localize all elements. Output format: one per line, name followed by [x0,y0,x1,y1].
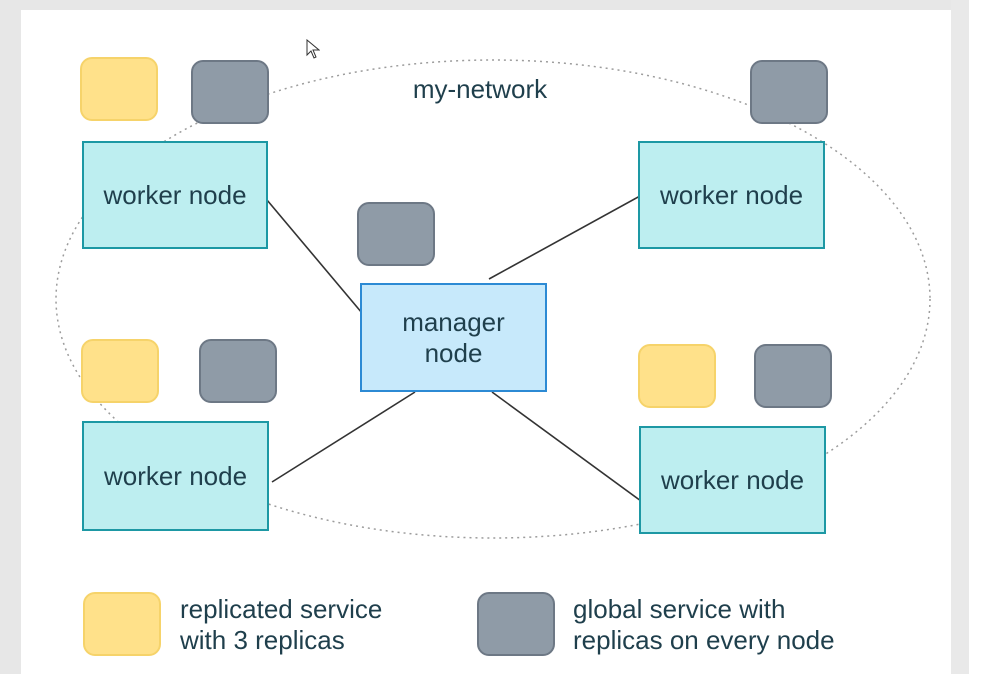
worker-node-bottom-left: worker node [82,421,269,531]
window-margin [969,0,983,674]
replicated-service-replica-bottom-right [638,344,716,408]
global-service-replica-bottom-right [754,344,832,408]
manager-link-top-right [488,195,641,280]
legend-global-text: global service with replicas on every no… [573,594,835,655]
mouse-pointer-icon [306,39,320,59]
legend-replicated-line-1: replicated service [180,594,383,624]
legend-replicated-text: replicated service with 3 replicas [180,594,382,655]
window-border [951,0,969,674]
worker-node-label: worker node [659,179,804,210]
legend-global-line-2: replicas on every node [573,624,835,655]
worker-node-label: worker node [103,460,248,491]
manager-node: manager node [360,283,547,392]
manager-node-label-line-1: manager [402,306,505,337]
manager-node-label-line-2: node [424,337,483,368]
manager-link-bottom-right [491,391,642,502]
global-service-replica-top-right [750,60,828,124]
worker-node-top-right: worker node [638,141,825,249]
legend-global-swatch [477,592,555,656]
global-service-replica-manager [357,202,435,266]
worker-node-bottom-right: worker node [639,426,826,534]
overlay-network-ellipse [55,59,931,539]
manager-link-bottom-left [271,391,416,483]
worker-node-top-left: worker node [82,141,268,249]
network-label: my-network [412,74,548,104]
worker-node-label: worker node [660,464,805,495]
legend-global-line-1: global service with [573,594,786,624]
global-service-replica-bottom-left [199,339,277,403]
legend-replicated-line-2: with 3 replicas [180,624,345,655]
replicated-service-replica-bottom-left [81,339,159,403]
manager-link-top-left [266,199,363,314]
global-service-replica-top-left [191,60,269,124]
replicated-service-replica-top-left [80,57,158,121]
worker-node-label: worker node [103,179,247,210]
legend-replicated-swatch [83,592,161,656]
